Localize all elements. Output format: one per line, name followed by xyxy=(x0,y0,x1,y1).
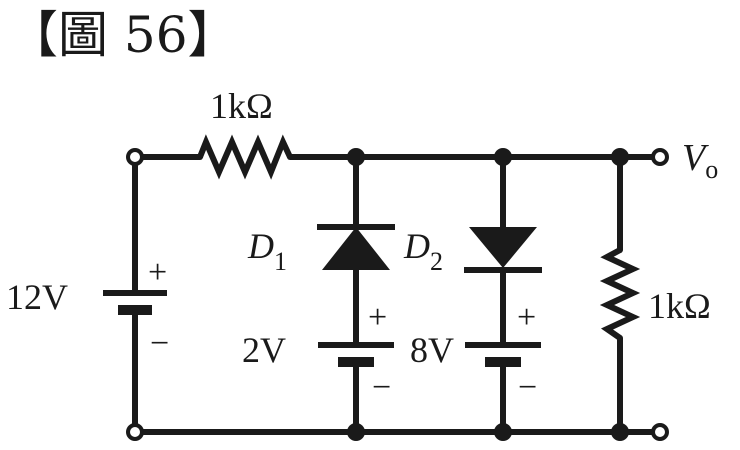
junction-node xyxy=(494,148,512,166)
diode1-branch xyxy=(317,154,395,435)
source-voltage-label: 12V xyxy=(6,277,68,317)
load-resistor xyxy=(599,247,641,341)
diode1-label: D1 xyxy=(247,226,287,276)
load-resistor-label: 1kΩ xyxy=(648,286,711,326)
junction-node xyxy=(611,148,629,166)
output-terminal-top xyxy=(651,148,669,166)
output-voltage-label: Vo xyxy=(682,137,718,184)
source-plus-sign: + xyxy=(148,254,167,291)
input-terminal-bottom xyxy=(126,423,144,441)
series-resistor-label: 1kΩ xyxy=(210,86,273,126)
input-terminal-top xyxy=(126,148,144,166)
load-branch xyxy=(599,154,641,435)
battery2-voltage-label: 8V xyxy=(410,330,454,370)
junction-node xyxy=(347,423,365,441)
output-terminal-bottom xyxy=(651,423,669,441)
series-resistor xyxy=(197,134,293,180)
junction-node xyxy=(347,148,365,166)
battery2-plus-sign: + xyxy=(517,299,536,336)
source-minus-sign: − xyxy=(150,325,169,362)
battery1-minus-sign: − xyxy=(372,369,391,406)
junction-node xyxy=(494,423,512,441)
battery1-voltage-label: 2V xyxy=(242,330,286,370)
battery2-minus-sign: − xyxy=(518,369,537,406)
diode2-branch xyxy=(464,154,542,435)
diode2-label: D2 xyxy=(403,226,443,276)
diode2-symbol xyxy=(469,227,537,268)
junction-node xyxy=(611,423,629,441)
figure-title: 【圖 56】 xyxy=(8,6,238,64)
source-branch xyxy=(103,154,167,435)
battery1-plus-sign: + xyxy=(368,299,387,336)
diode1-symbol xyxy=(322,227,390,270)
